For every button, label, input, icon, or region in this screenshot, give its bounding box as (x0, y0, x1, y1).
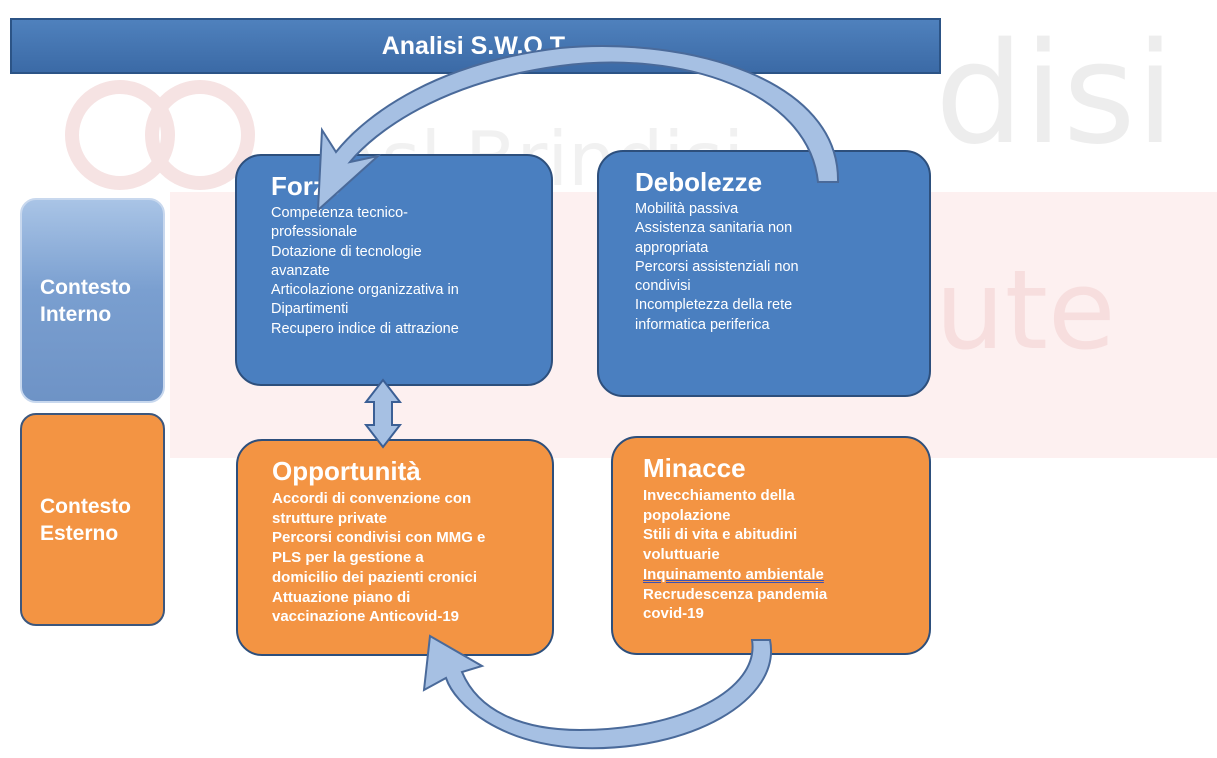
swot-strengths-box: Forze Competenza tecnico- professionale … (235, 154, 553, 386)
list-item: Dipartimenti (271, 301, 349, 318)
list-item: Attuazione piano di (272, 588, 411, 606)
list-item: Assistenza sanitaria non (635, 220, 793, 237)
context-external: Contesto Esterno (20, 413, 165, 626)
weaknesses-list: Mobilità passiva Assistenza sanitaria no… (635, 200, 929, 335)
list-item: Stili di vita e abitudini (643, 526, 798, 544)
list-item: Invecchiamento della (643, 487, 795, 504)
list-item: PLS per la gestione a (272, 549, 424, 567)
list-item: Recrudescenza pandemia (643, 585, 828, 603)
list-item: condivisi (635, 278, 691, 295)
list-item: Percorsi condivisi con MMG e (272, 529, 486, 547)
swot-opportunities-box: Opportunità Accordi di convenzione con s… (236, 439, 554, 656)
list-item: appropriata (635, 239, 709, 256)
watermark-text-ute: ute (935, 246, 1116, 374)
list-item: voluttuarie (643, 546, 720, 564)
list-item: covid-19 (643, 605, 704, 623)
list-item: Percorsi assistenziali non (635, 258, 799, 275)
context-internal-line-1: Contesto (40, 275, 131, 299)
strengths-list: Competenza tecnico- professionale Dotazi… (271, 204, 551, 339)
list-item: avanzate (271, 262, 330, 279)
list-item: professionale (271, 224, 358, 241)
list-item: Incompletezza della rete (635, 297, 793, 314)
title-banner: Analisi S.W.O.T. (10, 18, 941, 74)
list-item: strutture private (272, 509, 388, 527)
swot-weaknesses-box: Debolezze Mobilità passiva Assistenza sa… (597, 150, 931, 397)
list-item: Articolazione organizzativa in (271, 282, 459, 299)
list-item: Recupero indice di attrazione (271, 320, 459, 337)
context-internal: Contesto Interno (20, 198, 165, 403)
list-item: domicilio dei pazienti cronici (272, 568, 478, 586)
context-external-line-1: Contesto (40, 494, 131, 518)
watermark-emblem-icon (65, 80, 255, 190)
opportunities-title: Opportunità (272, 456, 421, 486)
list-item: Dotazione di tecnologie (271, 243, 422, 260)
threats-title: Minacce (643, 453, 746, 483)
threats-list: Invecchiamento della popolazione Stili d… (643, 486, 929, 624)
double-arrow-vertical-icon (363, 378, 403, 449)
swot-threats-box: Minacce Invecchiamento della popolazione… (611, 436, 931, 655)
watermark-text-disi: disi (935, 13, 1175, 176)
list-item: Competenza tecnico- (271, 205, 409, 221)
opportunities-list: Accordi di convenzione con strutture pri… (272, 489, 552, 627)
list-item: popolazione (643, 506, 731, 524)
diagram-title: Analisi S.W.O.T. (381, 32, 570, 60)
list-item: informatica periferica (635, 316, 770, 333)
list-item: vaccinazione Anticovid-19 (272, 608, 460, 626)
list-item: Accordi di convenzione con (272, 490, 472, 507)
list-item: Inquinamento ambientale (643, 565, 824, 583)
context-external-line-2: Esterno (40, 521, 119, 545)
list-item: Mobilità passiva (635, 201, 739, 217)
strengths-title: Forze (271, 171, 341, 201)
context-internal-line-2: Interno (40, 302, 112, 326)
weaknesses-title: Debolezze (635, 167, 763, 197)
